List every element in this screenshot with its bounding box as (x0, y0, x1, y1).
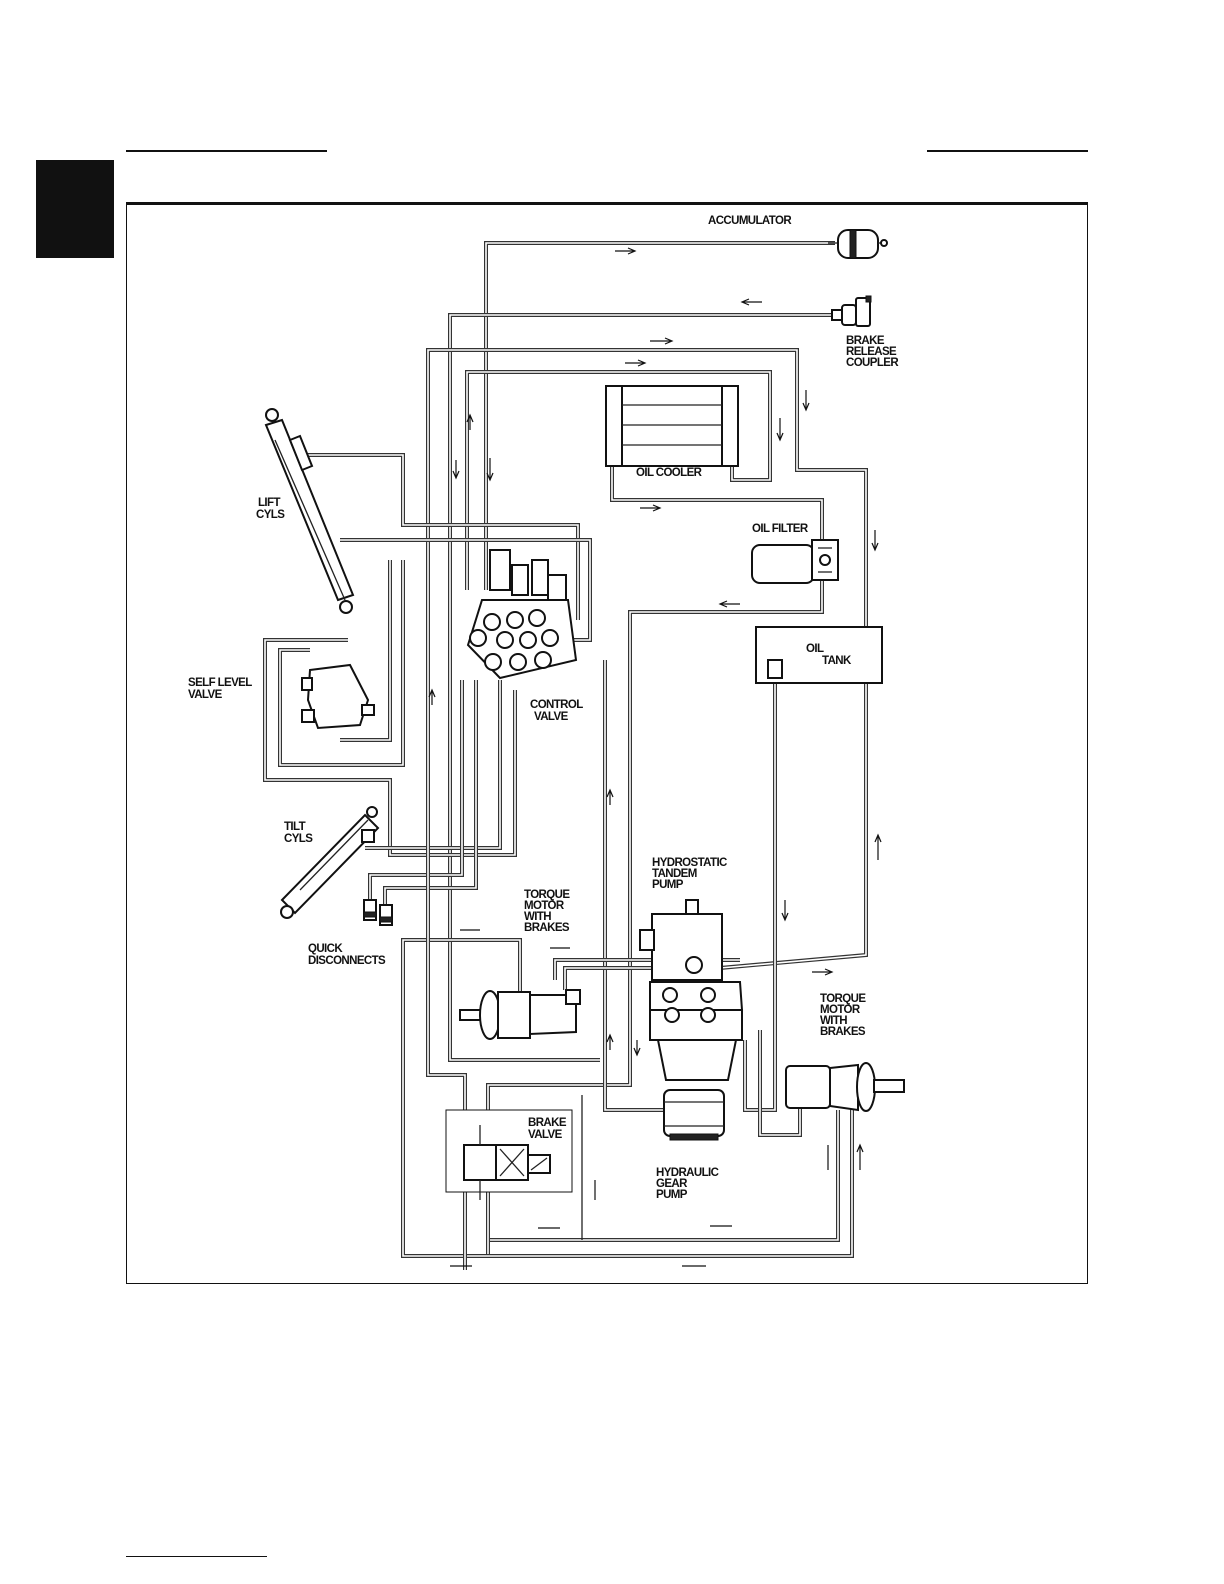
label-oil-filter: OIL FILTER (752, 523, 809, 535)
hydrostatic-tandem-pump (640, 900, 742, 1080)
label-gear-pump-3: PUMP (656, 1189, 688, 1201)
hydraulic-gear-pump (664, 1090, 724, 1140)
label-hydrostatic-3: PUMP (652, 879, 684, 891)
label-control-valve-1: CONTROL (530, 699, 583, 711)
label-oil-cooler: OIL COOLER (636, 467, 703, 479)
label-torque-right-4: BRAKES (820, 1026, 866, 1038)
oil-tank (756, 627, 882, 683)
label-quick-disconnects-2: DISCONNECTS (308, 955, 386, 967)
label-tilt-cyls-1: TILT (284, 821, 306, 833)
label-control-valve-2: VALVE (534, 711, 569, 723)
label-lift-cyls-1: LIFT (258, 497, 280, 509)
label-lift-cyls-2: CYLS (256, 509, 285, 521)
label-torque-left-4: BRAKES (524, 922, 570, 934)
accumulator (828, 230, 887, 258)
torque-motor-left (460, 990, 580, 1039)
oil-cooler (606, 386, 738, 466)
label-brake-release-3: COUPLER (846, 357, 899, 369)
label-oil-tank-1: OIL (806, 643, 824, 655)
label-self-level-2: VALVE (188, 689, 223, 701)
label-oil-tank-2: TANK (822, 655, 852, 667)
brake-release-coupler (832, 296, 871, 326)
label-accumulator: ACCUMULATOR (708, 215, 792, 227)
label-quick-disconnects-1: QUICK (308, 943, 343, 955)
label-brake-valve-2: VALVE (528, 1129, 563, 1141)
label-self-level-1: SELF LEVEL (188, 677, 252, 689)
label-tilt-cyls-2: CYLS (284, 833, 313, 845)
quick-disconnects (364, 900, 392, 925)
torque-motor-right (786, 1063, 904, 1111)
label-brake-valve-1: BRAKE (528, 1117, 567, 1129)
oil-filter (752, 540, 838, 583)
self-level-valve (302, 665, 374, 728)
component-labels: ACCUMULATOR BRAKE RELEASE COUPLER OIL CO… (188, 215, 899, 1201)
